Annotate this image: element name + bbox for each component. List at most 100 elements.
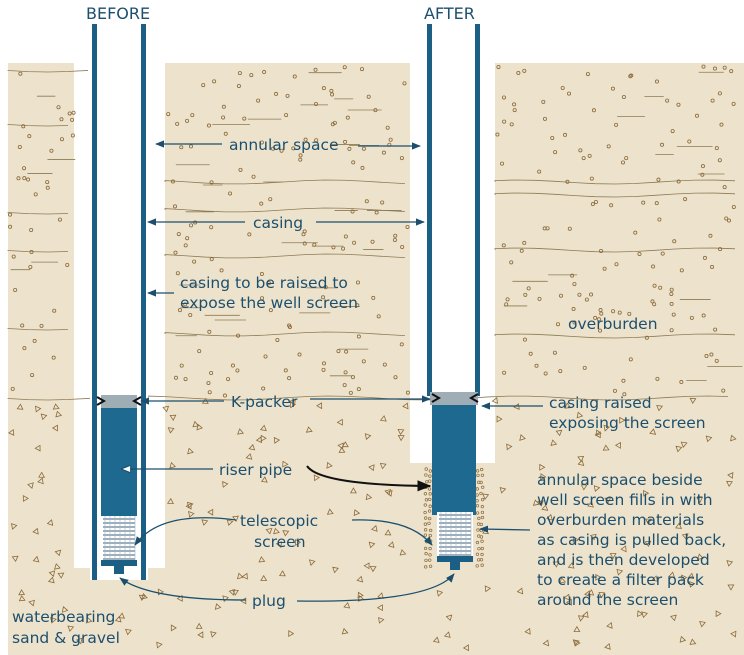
telescopic-screen-line2: screen [254, 533, 306, 551]
pebble [567, 226, 572, 231]
filter-pack-grain [423, 492, 428, 496]
gravel-grain [141, 592, 148, 600]
pebble [271, 146, 276, 151]
gravel-grain [37, 477, 44, 485]
pebble [298, 153, 303, 158]
gravel-grain [606, 621, 613, 629]
gravel-grain [228, 589, 236, 596]
pebble [577, 292, 582, 297]
pebble [256, 98, 261, 103]
pebble [176, 232, 181, 237]
pebble [702, 255, 707, 260]
casing-to-be-raised-line2: expose the well screen [180, 294, 358, 312]
pebble [259, 201, 264, 206]
annular-fill-line6: to create a filter pack [537, 571, 704, 589]
pebble [330, 92, 335, 97]
gravel-grain [619, 416, 626, 424]
pebble [563, 132, 568, 137]
pebble [179, 363, 184, 368]
filter-pack-grain [423, 510, 427, 515]
pebble [57, 217, 62, 222]
gravel-grain [730, 630, 737, 638]
gravel-grain [196, 423, 203, 431]
pebble [655, 376, 660, 381]
filter-pack-grain [428, 516, 432, 521]
filter-pack-grain [428, 564, 433, 568]
gravel-grain [641, 611, 648, 619]
pebble [560, 86, 565, 91]
pebble [177, 308, 182, 313]
filter-pack-grain [428, 504, 432, 508]
pebble [209, 180, 214, 185]
pebble [344, 349, 349, 354]
pebble [512, 108, 517, 113]
filter-pack-grain [480, 505, 484, 509]
pebble [523, 292, 528, 297]
pebble [669, 287, 674, 292]
annular-fill-line5: and is then developed [537, 551, 710, 569]
pebble [8, 212, 13, 217]
gravel-grain [54, 549, 62, 557]
pebble [350, 375, 355, 380]
gravel-grain [577, 615, 585, 622]
pebble [249, 73, 254, 78]
pebble [185, 118, 190, 123]
gravel-grain [593, 485, 601, 492]
gravel-grain [34, 444, 41, 452]
after-casing-right [475, 24, 480, 396]
pebble [183, 302, 188, 307]
riser-pipe-label: riser pipe [219, 461, 292, 479]
gravel-grain [195, 622, 203, 629]
pebble [598, 328, 603, 333]
pebble [343, 139, 348, 144]
pebble [302, 229, 307, 234]
gravel-grain [40, 413, 48, 421]
pebble [654, 201, 659, 206]
pebble [687, 139, 692, 144]
pebble [67, 111, 72, 116]
pebble [251, 174, 256, 179]
pebble [259, 272, 264, 277]
gravel-grain [689, 638, 697, 645]
gravel-grain [688, 580, 696, 588]
gravel-grain [689, 397, 697, 404]
gravel-grain [222, 481, 229, 488]
gravel-grain [67, 625, 75, 632]
pebble [714, 146, 719, 151]
filter-pack-grain [428, 492, 432, 496]
gravel-grain [260, 476, 268, 483]
gravel-grain [516, 587, 524, 595]
gravel-grain [245, 453, 253, 460]
pebble [614, 262, 619, 267]
pebble [599, 311, 604, 316]
gravel-grain [259, 424, 267, 432]
pebble [356, 387, 361, 392]
filter-pack-grain [480, 539, 484, 543]
pebble [700, 172, 705, 177]
gravel-grain [559, 577, 567, 584]
pebble [209, 225, 214, 230]
gravel-grain [595, 573, 602, 581]
gravel-grain [384, 529, 392, 536]
gravel-grain [166, 497, 174, 505]
before-title: BEFORE [86, 4, 150, 23]
gravel-grain [188, 510, 195, 518]
pebble [519, 248, 524, 253]
pebble [22, 166, 27, 171]
pebble [263, 354, 268, 359]
gravel-grain [46, 519, 54, 526]
pebble [644, 335, 649, 340]
pebble [545, 226, 550, 231]
pebble [219, 268, 224, 273]
gravel-grain [687, 572, 695, 580]
pebble [501, 95, 506, 100]
gravel-grain [580, 484, 588, 491]
filter-pack-grain [480, 563, 484, 567]
pebble [26, 177, 31, 182]
gravel-grain [675, 445, 683, 453]
annular-fill-line3: overburden materials [537, 511, 704, 529]
pebble [581, 156, 586, 161]
gravel-grain [696, 553, 704, 560]
overburden-label: overburden [568, 315, 658, 333]
